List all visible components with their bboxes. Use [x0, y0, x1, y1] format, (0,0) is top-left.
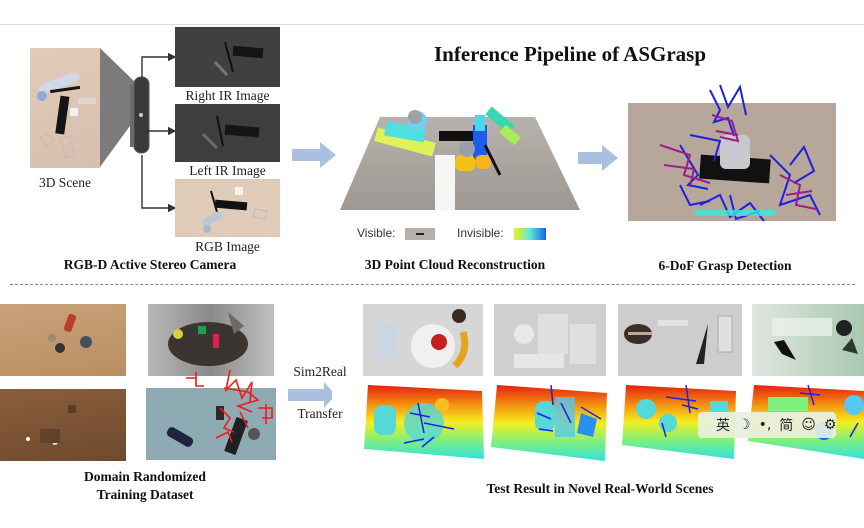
- legend-visible-label: Visible:: [357, 226, 396, 240]
- training-image-wood-light: [0, 304, 126, 376]
- moon-icon[interactable]: ☽: [738, 417, 751, 433]
- test-rgb-image-2: [494, 304, 606, 376]
- test-rgb-image-1: [363, 304, 483, 376]
- ime-script-toggle[interactable]: 简: [779, 418, 794, 434]
- punctuation-toggle[interactable]: •,: [758, 417, 772, 433]
- scene-label: 3D Scene: [38, 175, 92, 190]
- left-ir-image: [175, 104, 280, 162]
- test-rgb-image-3: [618, 304, 742, 376]
- point-cloud-render: [340, 106, 580, 210]
- scene-image: [30, 48, 100, 168]
- pipeline-arrow-2: [578, 145, 618, 171]
- legend-invisible-swatch: [514, 228, 546, 240]
- gear-icon[interactable]: ⚙: [823, 417, 837, 433]
- right-ir-image: [175, 27, 280, 87]
- camera-section-caption: RGB-D Active Stereo Camera: [63, 257, 237, 272]
- legend-invisible-label: Invisible:: [457, 226, 504, 240]
- section-divider: [10, 284, 855, 285]
- figure-title: Inference Pipeline of ASGrasp: [433, 42, 706, 66]
- transfer-label: Transfer: [297, 406, 343, 421]
- camera-frustum: [100, 48, 138, 167]
- right-ir-label: Right IR Image: [185, 88, 270, 103]
- pointcloud-section-caption: 3D Point Cloud Reconstruction: [364, 257, 546, 272]
- training-grasp-annotations: [186, 369, 273, 443]
- ime-toolbar[interactable]: 英 ☽ •, 简 ☺ ⚙: [698, 412, 836, 438]
- top-rule: [0, 24, 864, 25]
- training-caption-line1: Domain Randomized: [84, 469, 206, 484]
- sim2real-arrow: [288, 382, 332, 408]
- rgb-image: [175, 179, 280, 237]
- test-depth-map-3: [622, 384, 736, 459]
- ime-language-toggle[interactable]: 英: [716, 418, 730, 434]
- emoji-icon[interactable]: ☺: [801, 417, 816, 433]
- test-section-caption: Test Result in Novel Real-World Scenes: [486, 481, 714, 496]
- grasp-section-caption: 6-DoF Grasp Detection: [658, 258, 792, 273]
- test-depth-map-1: [364, 385, 484, 459]
- training-image-wood-dark: [0, 389, 126, 461]
- pipeline-arrow-1: [292, 142, 336, 168]
- sim2real-label: Sim2Real: [293, 364, 347, 379]
- grasp-detection-render: [628, 84, 836, 222]
- training-image-annotated: [146, 388, 276, 460]
- camera-output-arrows: [141, 52, 177, 213]
- rgb-label: RGB Image: [195, 239, 260, 254]
- legend-visible-swatch: [405, 228, 435, 240]
- left-ir-label: Left IR Image: [189, 163, 266, 178]
- test-rgb-image-4: [752, 304, 864, 376]
- training-caption-line2: Training Dataset: [96, 487, 194, 502]
- test-depth-map-2: [491, 384, 607, 461]
- stereo-camera-icon: [130, 76, 150, 154]
- training-image-cluttered: [148, 304, 274, 376]
